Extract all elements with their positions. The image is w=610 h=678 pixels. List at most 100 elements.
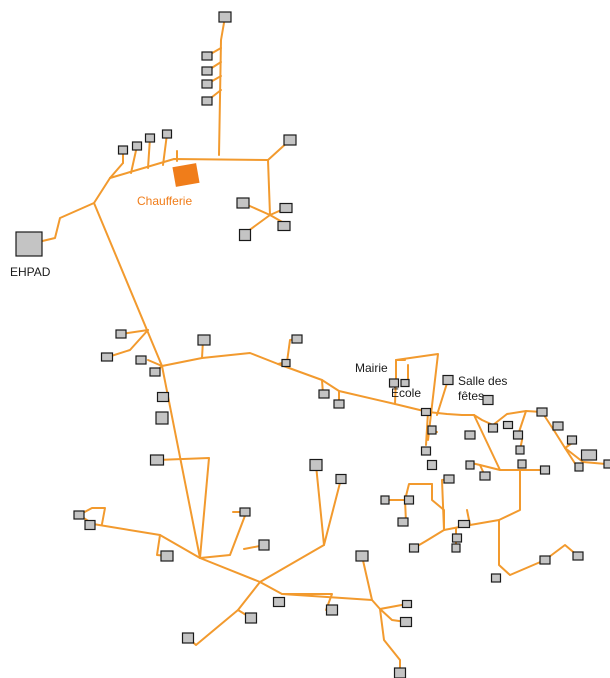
building [115, 329, 127, 339]
pipe-network [33, 16, 607, 674]
building [400, 378, 410, 388]
building [603, 459, 610, 469]
building [15, 231, 43, 257]
building [201, 51, 213, 61]
building [490, 573, 502, 583]
building [408, 543, 420, 553]
building [325, 604, 339, 616]
building [465, 460, 475, 470]
building [73, 510, 85, 520]
chaufferie-label: Chaufferie [137, 194, 193, 208]
building [117, 145, 129, 155]
building [512, 430, 524, 440]
building [420, 407, 432, 417]
building [156, 391, 170, 403]
building [420, 446, 432, 456]
building [272, 596, 286, 608]
building [84, 519, 96, 531]
building [399, 616, 413, 628]
building [572, 551, 584, 561]
building [155, 411, 169, 425]
building [258, 539, 270, 551]
pipe-segment [147, 359, 163, 367]
ecole-label: École [391, 386, 422, 400]
pipe-segment [473, 414, 579, 576]
building [135, 355, 147, 365]
building [335, 473, 347, 485]
pipe-segment [147, 137, 151, 169]
building [239, 507, 251, 517]
pipe-segment [201, 352, 288, 365]
building [355, 550, 369, 562]
pipe-segment [436, 379, 449, 416]
building [149, 367, 161, 377]
building [201, 66, 213, 76]
building [238, 228, 252, 242]
building [144, 133, 156, 143]
building [197, 334, 211, 346]
building [580, 449, 598, 461]
building [397, 517, 409, 527]
building [457, 519, 471, 529]
building [539, 465, 551, 475]
building [515, 445, 525, 455]
building [131, 141, 143, 151]
building [279, 202, 293, 214]
pipe-segment [379, 608, 401, 674]
building [401, 599, 413, 609]
pipe-segment [361, 555, 373, 601]
building [487, 423, 499, 433]
building [318, 389, 330, 399]
pipe-segment [93, 202, 261, 583]
building [479, 471, 491, 481]
mairie-label: Mairie [355, 361, 388, 375]
building [181, 632, 195, 644]
building [201, 96, 213, 106]
building [517, 459, 527, 469]
building [451, 533, 463, 543]
building [380, 495, 390, 505]
salle-des-fetes-label-line1: Salle des [458, 374, 508, 388]
pipe-segment [404, 483, 433, 523]
pipe-segment [425, 411, 429, 446]
pipe-segment [33, 177, 111, 244]
building [218, 11, 232, 23]
building [291, 334, 303, 344]
building [201, 79, 213, 89]
building [393, 667, 407, 678]
pipe-segment [218, 16, 226, 156]
pipe-segment [395, 353, 439, 441]
building [502, 420, 514, 430]
pipe-segment [277, 363, 324, 395]
building [161, 129, 173, 139]
building [552, 421, 564, 431]
pipe-segment [564, 447, 577, 466]
building [442, 374, 454, 386]
pipe-segment [92, 523, 201, 559]
building [464, 430, 476, 440]
pipe-segment [161, 339, 204, 367]
building [443, 474, 455, 484]
pipe-segment [315, 464, 325, 546]
building [427, 425, 437, 435]
pipe-segment [259, 478, 342, 583]
building [244, 612, 258, 624]
building [277, 220, 291, 232]
pipe-segment [156, 457, 210, 559]
chaufferie-plant [172, 163, 200, 187]
building [536, 407, 548, 417]
building [539, 555, 551, 565]
building [403, 495, 415, 505]
building [160, 550, 174, 562]
building [482, 394, 494, 406]
pipe-segment [431, 483, 445, 531]
salle-des-fetes-label-line2: fêtes [458, 389, 485, 403]
pipe-segment [109, 139, 291, 179]
building [309, 458, 323, 472]
pipe-segment [162, 133, 168, 166]
buildings [15, 11, 610, 678]
pipe-segment [441, 478, 500, 531]
building [100, 352, 114, 362]
building [283, 134, 297, 146]
